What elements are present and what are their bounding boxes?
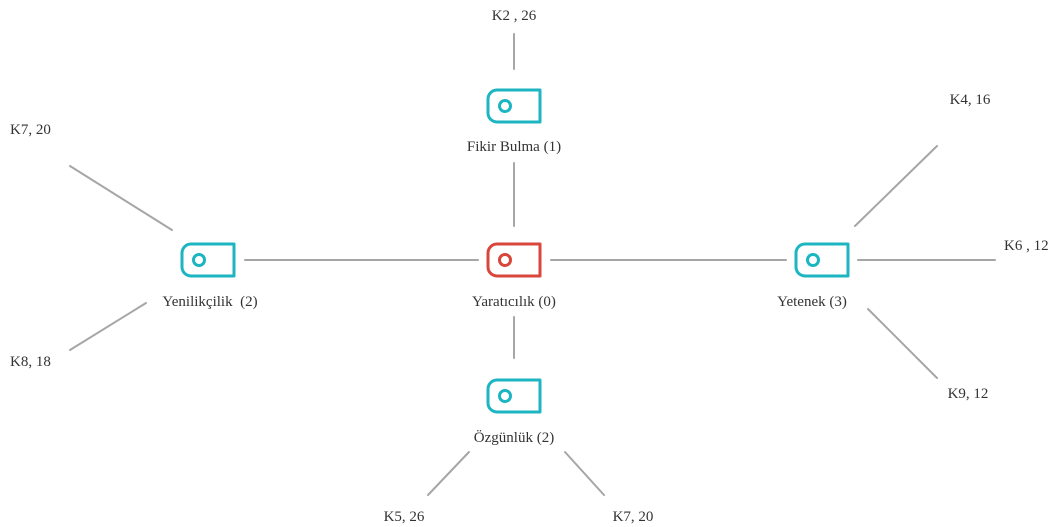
leaf-label: K8, 18: [10, 354, 51, 370]
tag-icon: [486, 378, 542, 414]
edge-yenilikcilik-k8: [69, 302, 147, 351]
leaf-label: K4, 16: [950, 92, 991, 108]
branch-node-yetenek: Yetenek (3) K4, 16 K6 , 12 K9, 12: [777, 92, 1048, 402]
center-node-label: Yaratıcılık (0): [472, 294, 556, 310]
leaf-label: K2 , 26: [492, 8, 537, 24]
branch-label: Yenilikçilik (2): [162, 294, 257, 310]
branch-node-fikir-bulma: Fikir Bulma (1) K2 , 26: [467, 8, 561, 155]
branch-node-yenilikcilik: Yenilikçilik (2) K7, 20 K8, 18: [10, 122, 258, 370]
edge-yetenek-k9: [867, 308, 938, 379]
branch-label: Yetenek (3): [777, 294, 847, 310]
leaf-label: K5, 26: [384, 509, 425, 525]
tag-icon: [486, 242, 542, 278]
leaf-label: K7, 20: [613, 509, 654, 525]
leaf-label: K6 , 12: [1004, 238, 1049, 254]
branch-label: Fikir Bulma (1): [467, 139, 561, 155]
center-node: Yaratıcılık (0): [472, 242, 556, 310]
connector-lines: [69, 33, 996, 496]
leaf-label: K9, 12: [948, 386, 989, 402]
tag-icon: [486, 88, 542, 124]
tag-icon: [180, 242, 236, 278]
edge-ozgunluk-k7: [564, 451, 605, 496]
tag-icon: [794, 242, 850, 278]
branch-label: Özgünlük (2): [474, 429, 554, 446]
edge-yenilikcilik-k7: [69, 165, 173, 231]
edge-ozgunluk-k5: [427, 451, 470, 496]
leaf-label: K7, 20: [10, 122, 51, 138]
edge-yetenek-k4: [854, 145, 938, 227]
branch-node-ozgunluk: Özgünlük (2) K5, 26 K7, 20: [384, 378, 654, 525]
